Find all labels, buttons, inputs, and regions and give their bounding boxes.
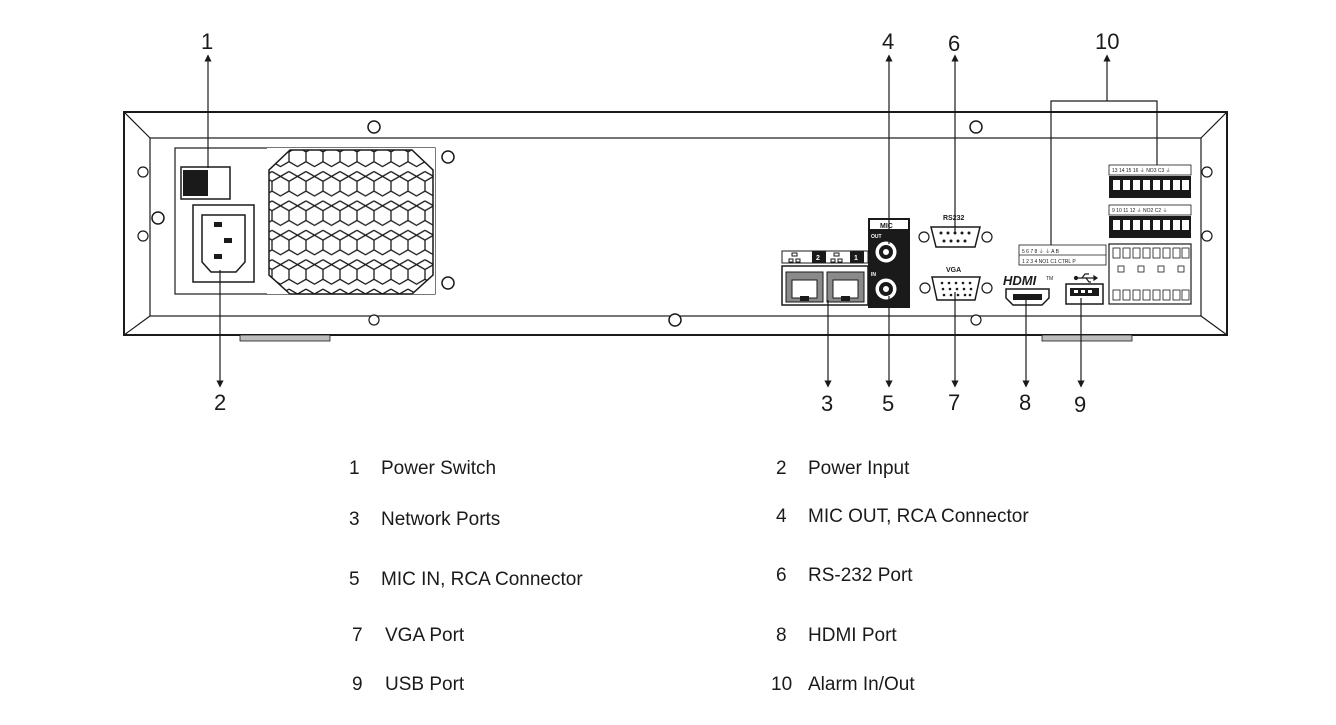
rear-panel-diagram: 2 1 MIC OUT IN RS <box>123 29 1228 417</box>
alarm-left-bottom-label: 1 2 3 4 NO1 C1 CTRL P <box>1022 259 1076 265</box>
screw-icon <box>151 120 983 327</box>
legend-number: 7 <box>352 625 363 646</box>
mic-out-label: OUT <box>871 234 882 240</box>
net-port-1-label: 1 <box>854 255 858 262</box>
legend-label: MIC OUT, RCA Connector <box>808 506 1029 527</box>
legend-item: 5 MIC IN, RCA Connector <box>349 569 583 591</box>
callout-number: 4 <box>882 29 894 54</box>
legend-number: 6 <box>776 565 787 586</box>
mic-label: MIC <box>880 223 893 230</box>
alarm-left-top-label: 5 6 7 8 ⏚ ⏚ A B <box>1022 248 1060 255</box>
legend-label: Power Switch <box>381 458 497 479</box>
vga-port-icon: VGA <box>919 267 993 301</box>
alarm-terminals: 13 14 15 16 ⏚ NO3 C3 ⏚ 9 10 11 12 ⏚ NO2 … <box>1018 164 1192 305</box>
power-input-icon <box>192 204 255 283</box>
legend-item: 10 Alarm In/Out <box>771 674 915 696</box>
hdmi-label: HDMI <box>1003 273 1037 288</box>
legend-label: Alarm In/Out <box>808 674 915 695</box>
legend-label: Power Input <box>808 458 910 479</box>
legend-number: 4 <box>776 506 787 527</box>
callout-number: 9 <box>1074 392 1086 417</box>
legend-label: USB Port <box>385 674 465 695</box>
power-section <box>174 147 436 295</box>
usb-port-icon <box>1065 273 1104 305</box>
legend-label: MIC IN, RCA Connector <box>381 569 583 590</box>
callout-number: 7 <box>948 390 960 415</box>
legend-label: VGA Port <box>385 625 465 646</box>
callout-number: 10 <box>1095 29 1119 54</box>
hdmi-tm-label: TM <box>1046 276 1053 282</box>
callout-number: 6 <box>948 31 960 56</box>
legend-label: RS-232 Port <box>808 565 913 586</box>
legend-item: 9 USB Port <box>352 674 464 696</box>
legend-item: 4 MIC OUT, RCA Connector <box>776 506 1029 528</box>
legend-label: Network Ports <box>381 509 501 530</box>
callout-number: 8 <box>1019 390 1031 415</box>
callout-leaders <box>204 54 1158 388</box>
network-ports: 2 1 <box>781 250 869 306</box>
legend-item: 3 Network Ports <box>349 509 500 531</box>
hdmi-port-icon: HDMI TM <box>1003 273 1053 306</box>
alarm-row-top-label: 13 14 15 16 ⏚ NO3 C3 ⏚ <box>1112 167 1171 174</box>
rca-connector-icon <box>875 241 897 300</box>
callout-number: 2 <box>214 390 226 415</box>
legend-number: 3 <box>349 509 360 530</box>
mounting-hole-icon <box>137 166 1213 326</box>
mic-in-label: IN <box>871 272 876 278</box>
alarm-row-mid-label: 9 10 11 12 ⏚ NO2 C2 ⏚ <box>1112 207 1168 214</box>
callout-numbers: 1 2 3 4 5 6 7 8 9 10 <box>201 29 1119 417</box>
vga-label: VGA <box>946 267 961 274</box>
legend-number: 2 <box>776 458 787 479</box>
legend-item: 8 HDMI Port <box>776 625 897 647</box>
callout-number: 5 <box>882 391 894 416</box>
net-port-2-label: 2 <box>816 255 820 262</box>
legend-item: 2 Power Input <box>776 458 909 480</box>
legend-number: 8 <box>776 625 787 646</box>
rs232-port-icon: RS232 <box>918 215 993 248</box>
legend-number: 10 <box>771 674 793 695</box>
ethernet-port-icon <box>785 271 865 303</box>
legend-item: 1 Power Switch <box>349 458 496 480</box>
rs232-label: RS232 <box>943 215 965 222</box>
legend-item: 6 RS-232 Port <box>776 565 913 587</box>
legend-number: 1 <box>349 458 360 479</box>
usb-symbol-icon <box>1073 273 1099 283</box>
fan-grille-icon <box>267 148 435 295</box>
callout-number: 3 <box>821 391 833 416</box>
legend-item: 7 VGA Port <box>352 625 464 647</box>
callout-number: 1 <box>201 29 213 54</box>
legend-label: HDMI Port <box>808 625 897 646</box>
legend-number: 9 <box>352 674 363 695</box>
network-icon <box>788 252 843 263</box>
legend-number: 5 <box>349 569 360 590</box>
